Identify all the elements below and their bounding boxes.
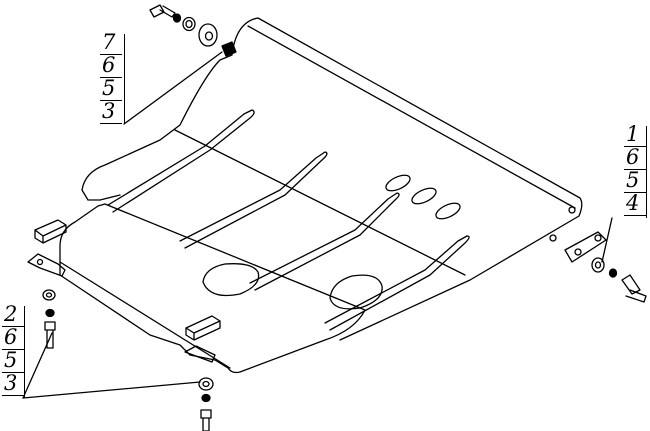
callout-label: 6: [2, 327, 24, 350]
callout-label: 1: [624, 124, 646, 147]
bottom-left-fastener-set: [42, 289, 56, 349]
callout-bar-right: [624, 126, 647, 218]
callout-stack-top-left: 7 6 5 3: [100, 32, 122, 124]
drain-holes: [202, 263, 383, 310]
top-fastener-set: [149, 4, 237, 57]
callout-bar-top-left: [102, 34, 125, 124]
skid-plate-front-panel: [59, 203, 366, 374]
right-fastener-set: [591, 257, 647, 303]
callout-label: 5: [624, 170, 646, 193]
callout-stack-right: 1 6 5 4: [624, 124, 646, 216]
callout-label: 2: [2, 304, 24, 327]
stiffening-ribs: [107, 109, 470, 331]
callout-label: 5: [100, 78, 122, 101]
skid-plate-main-panel: [81, 17, 583, 341]
leader-lines: [22, 51, 613, 399]
callout-label: 4: [624, 193, 646, 216]
callout-label: 6: [624, 147, 646, 170]
oval-slots: [385, 174, 461, 220]
callout-label: 3: [100, 101, 122, 124]
callout-stack-bottom-left: 2 6 5 3: [2, 304, 24, 396]
bottom-fastener-set: [198, 377, 214, 431]
callout-label: 7: [100, 32, 122, 55]
callout-label: 6: [100, 55, 122, 78]
callout-bar-bottom-left: [2, 306, 25, 398]
mounting-brackets: [27, 206, 607, 363]
callout-label: 5: [2, 350, 24, 373]
callout-label: 3: [2, 373, 24, 396]
